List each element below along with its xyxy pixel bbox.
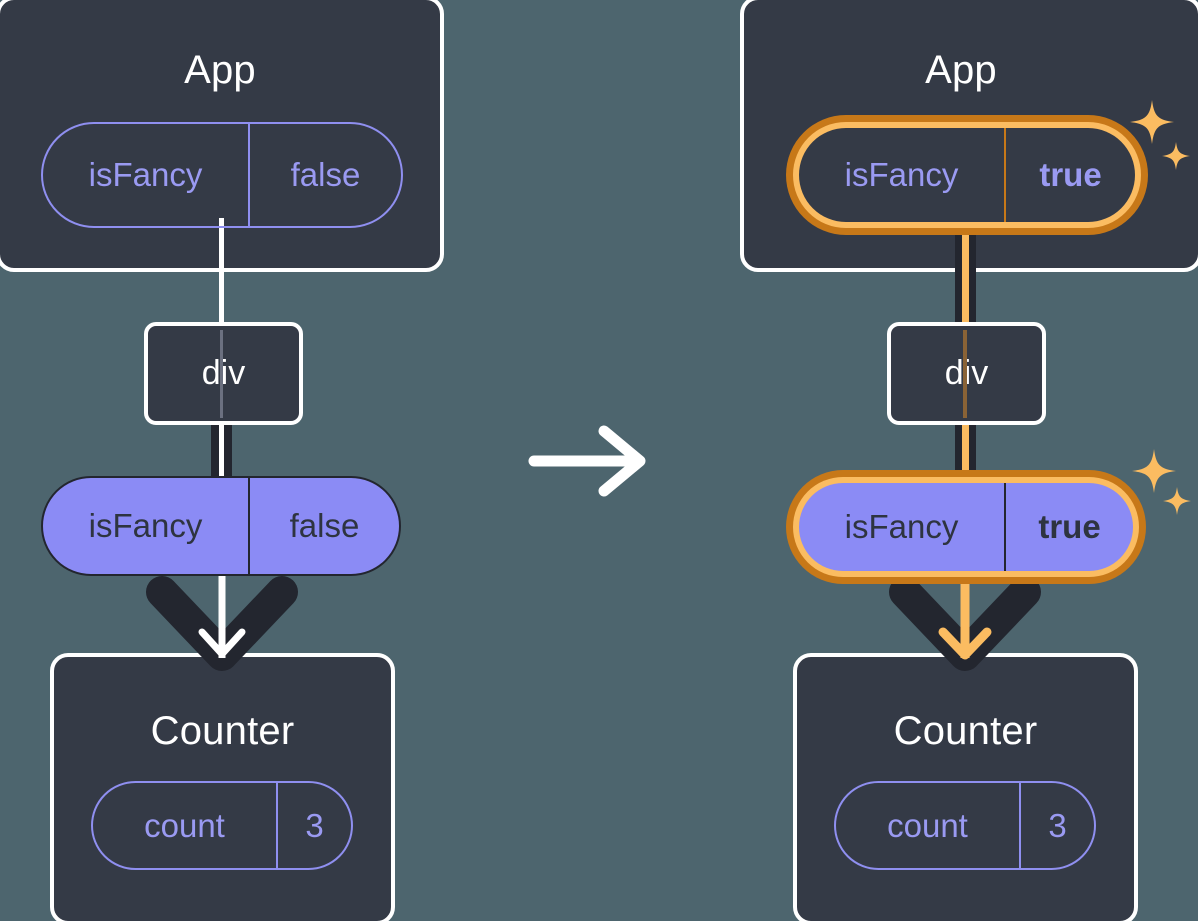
- connector-app-to-div: [219, 218, 224, 328]
- pill-value: 3: [1019, 783, 1094, 868]
- connector-through-div-before: [220, 330, 223, 418]
- prop-pill-after[interactable]: isFancy true: [786, 470, 1146, 584]
- app-card-title: App: [925, 48, 997, 92]
- pill-name: count: [887, 806, 968, 844]
- pill-value: true: [1004, 483, 1133, 571]
- counter-state-pill-after: count 3: [834, 781, 1096, 870]
- div-node-before: div: [144, 322, 303, 425]
- pill-value: false: [248, 478, 399, 574]
- pill-name: isFancy: [844, 156, 959, 193]
- counter-card-title: Counter: [150, 709, 295, 753]
- pill-value: false: [248, 124, 401, 226]
- counter-state-pill-before: count 3: [91, 781, 353, 870]
- pill-name: isFancy: [88, 156, 203, 193]
- app-card-title: App: [184, 48, 256, 92]
- connector-div-to-prop-core: [962, 424, 969, 486]
- pill-value: true: [1004, 128, 1135, 222]
- app-state-pill-before: isFancy false: [41, 122, 403, 228]
- sparkles-icon: [1128, 96, 1190, 176]
- connector-app-to-div-core: [962, 218, 969, 330]
- counter-card-title: Counter: [893, 709, 1038, 753]
- pill-name: count: [144, 806, 225, 844]
- pill-name: isFancy: [844, 508, 959, 545]
- sparkles-icon: [1132, 447, 1194, 519]
- transition-arrow-icon: [528, 425, 653, 497]
- connector-div-to-prop-core: [219, 424, 224, 486]
- app-state-pill-after[interactable]: isFancy true: [786, 115, 1148, 235]
- pill-value: 3: [276, 783, 351, 868]
- counter-card-after: Counter: [793, 653, 1138, 921]
- arrow-prop-to-counter-after: [883, 570, 1048, 675]
- connector-through-div-after: [963, 330, 967, 418]
- div-node-label: div: [201, 354, 246, 392]
- prop-pill-before: isFancy false: [41, 476, 401, 576]
- arrow-prop-to-counter-before: [140, 570, 305, 675]
- pill-name: isFancy: [88, 507, 203, 544]
